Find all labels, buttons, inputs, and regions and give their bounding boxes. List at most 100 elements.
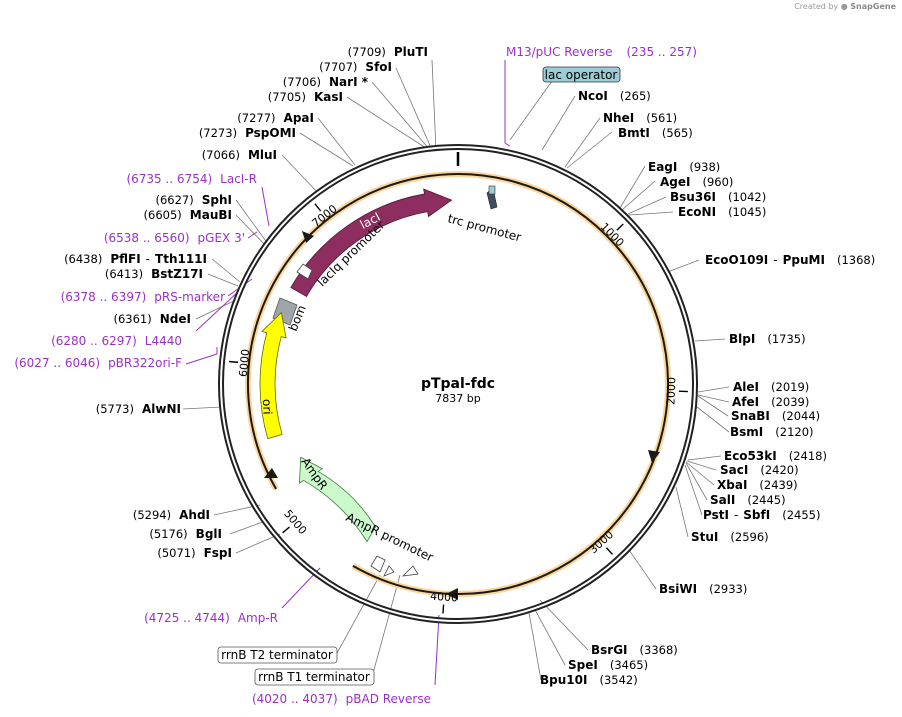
tick-label: 4000 [430,590,459,605]
enzyme-label-bpu10i: Bpu10I (3542) [540,673,638,687]
enzyme-position: (5176) [149,527,187,541]
primer-name: pGEX 3' [198,231,245,245]
snapgene-credit: Created by ● SnapGene [794,2,896,11]
primer-range: (6735 .. 6754) [126,172,212,186]
lac-operator-label: lac operator [545,68,618,82]
trc-promoter-label: trc promoter [446,211,523,244]
enzyme-label-ndei: (6361)NdeI [114,312,192,326]
enzyme-name: MauBI [190,208,232,222]
enzyme-label-bsiwi: BsiWI(2933) [659,582,747,596]
enzyme-label-nari: (7706)NarI * [283,75,369,89]
enzyme-label-bstz17i: (6413) BstZ17I [105,267,203,281]
primer-pbad-reverse: (4020 .. 4037)pBAD Reverse [252,692,431,706]
enzyme-position: (7705) [268,90,306,104]
enzyme-position: (7273) [199,126,237,140]
enzyme-position: (2120) [775,425,813,439]
primer-pbr322ori-f: (6027 .. 6046)pBR322ori-F [14,356,182,370]
enzyme-name: EcoNI [678,205,716,219]
enzyme-name: SnaBI [731,409,770,423]
tick-mark [314,203,322,212]
enzyme-position: (265) [620,89,651,103]
enzyme-position: (1368) [837,253,875,267]
enzyme-name: StuI [691,530,718,544]
enzyme-name: EagI [648,160,677,174]
enzyme-label-sfoi: (7707)SfoI [319,60,392,74]
enzyme-position: (2039) [771,395,809,409]
orf-arcs [244,171,671,600]
enzyme-name: NcoI [578,89,608,103]
enzyme-label-sphi: (6627)SphI [156,193,233,207]
enzyme-name: NdeI [160,312,191,326]
primer-range: (6280 .. 6297) [51,334,137,348]
enzyme-name: BsmI [730,425,763,439]
enzyme-name: Bpu10I [540,673,587,687]
snapgene-logo-icon: ● [840,2,848,11]
enzyme-position: (565) [662,126,693,140]
primer-l4440: (6280 .. 6297)L4440 [51,334,182,348]
enzyme-separator: - [146,252,150,266]
rrnb-t2-box: rrnB T2 terminator [217,646,338,664]
plasmid-name: pTpal-fdc [421,376,495,392]
tick-mark [282,526,290,534]
tick-mark [229,360,239,364]
rrnb-t2-terminator-marker [383,565,395,577]
enzyme-label-alwni: (5773)AlwNI [96,402,181,416]
ampr-promoter-label: AmpR promoter [344,510,436,564]
enzyme-position: (6605) [144,208,182,222]
enzyme-name: PluTI [394,45,428,59]
enzyme-name: PflFI [110,252,140,266]
enzyme-separator: - [734,508,738,522]
enzyme-position: (2418) [789,449,827,463]
enzyme-position: (7277) [237,111,275,125]
enzyme-name: Eco53kI [724,449,777,463]
enzyme-label-snabi: SnaBI (2044) [731,409,820,423]
enzyme-position: (2596) [730,530,768,544]
laci-feature-arrow [290,188,453,298]
orf-laci-arrowhead [302,231,314,243]
enzyme-position: (2044) [782,409,820,423]
enzyme-name: EcoO109I [705,253,768,267]
enzyme-position: (3542) [599,673,637,687]
primer-amp-r: (4725 .. 4744)Amp-R [144,611,278,625]
primer-pgex-3: (6538 .. 6560)pGEX 3' [104,231,245,245]
primer-range: (6027 .. 6046) [14,356,100,370]
ampr-promoter-arrow [370,555,386,573]
enzyme-name: SalI [710,493,735,507]
enzyme-position: (5071) [157,546,195,560]
enzyme-position: (7709) [348,45,386,59]
enzyme-name: PstI [703,508,729,522]
enzyme-position: (6627) [156,193,194,207]
tick-label: 6000 [237,348,253,377]
orf-ampr-arrowhead [264,468,278,478]
enzyme-labels-right: NcoI(265)NheI(561)BmtI(565)EagI(938)AgeI… [540,89,875,687]
laciq-promoter-arrow [296,263,313,280]
tick-label: 2000 [664,377,678,405]
enzyme-separator: - [773,253,777,267]
enzyme-label-mlui: (7066)MluI [202,148,277,162]
enzyme-label-xbai: XbaI(2439) [717,478,798,492]
primer-m13-puc-reverse: M13/pUC Reverse(235 .. 257) [506,45,697,59]
enzyme-name-2: SbfI [743,508,770,522]
enzyme-name: AfeI [732,395,759,409]
enzyme-position: (6413) [105,267,143,281]
enzyme-name: PspOMI [245,126,296,140]
rrnb-t2-label: rrnB T2 terminator [221,648,333,662]
enzyme-name: MluI [248,148,277,162]
enzyme-label-ahdi: (5294)AhdI [133,508,210,522]
enzyme-label-eco53ki: Eco53kI (2418) [724,449,827,463]
enzyme-name: BstZ17I [151,267,203,281]
enzyme-label-econi: EcoNI(1045) [678,205,766,219]
plasmid-length: 7837 bp [435,392,480,405]
enzyme-label-nhei: NheI(561) [603,111,677,125]
enzyme-position: (1735) [767,332,805,346]
primer-laci-r: (6735 .. 6754)LacI-R [126,172,257,186]
enzyme-label-pflfi: (6438)PflFI-Tth111I [64,252,207,266]
enzyme-label-spei: SpeI(3465) [568,658,648,672]
ori-feature-arrow [259,311,287,440]
primer-prs-marker: (6378 .. 6397)pRS-marker [61,290,225,304]
primer-range: (235 .. 257) [627,45,697,59]
enzyme-position: (938) [689,160,720,174]
enzyme-position: (2455) [782,508,820,522]
enzyme-position: (3465) [610,658,648,672]
